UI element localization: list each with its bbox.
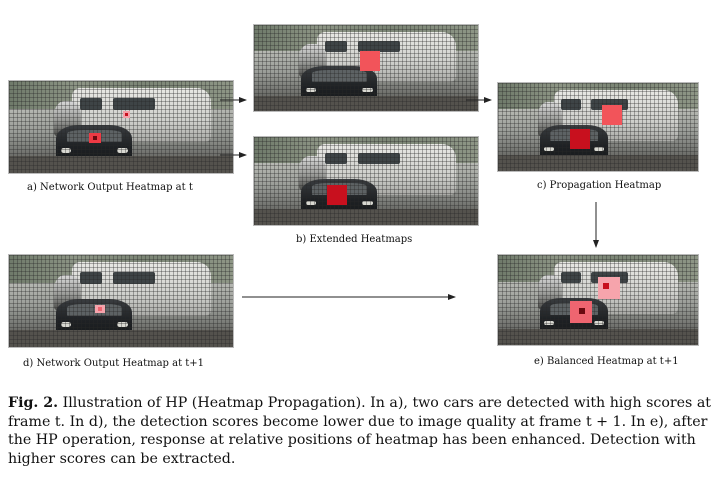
heatmap-spot-car-core [98, 307, 102, 311]
balanced-heatmap-square-upper [598, 277, 620, 299]
panel-e-label: e) Balanced Heatmap at t+1 [534, 356, 679, 367]
scene-e [498, 255, 698, 345]
balanced-heatmap-core-lower [579, 308, 585, 314]
panel-c-label: c) Propagation Heatmap [537, 180, 662, 191]
road [9, 156, 233, 173]
panel-d-label: d) Network Output Heatmap at t+1 [23, 358, 205, 369]
figure-number: Fig. 2. [8, 395, 59, 411]
scene-c [498, 83, 698, 171]
extended-heatmap-square [360, 51, 380, 71]
panel-a-image [8, 80, 234, 174]
panel-a-label: a) Network Output Heatmap at t [27, 182, 193, 193]
panel-c-image [497, 82, 699, 172]
scene-a [9, 81, 233, 173]
scene-b-top [254, 25, 478, 111]
heatmap-spot-person-core [125, 113, 128, 116]
van [71, 262, 211, 316]
road [9, 330, 233, 347]
propagation-heatmap-square-light [602, 105, 622, 125]
road [498, 328, 698, 345]
scene-d [9, 255, 233, 347]
panel-b-top-image [253, 24, 479, 112]
panel-b-label: b) Extended Heatmaps [296, 234, 413, 245]
balanced-heatmap-core-upper [603, 283, 609, 289]
road [254, 209, 478, 225]
figure-caption: Fig. 2. Illustration of HP (Heatmap Prop… [8, 394, 718, 468]
scene-b-bottom [254, 137, 478, 225]
panel-d-image [8, 254, 234, 348]
panel-b-bottom-image [253, 136, 479, 226]
extended-heatmap-square [327, 185, 347, 205]
road [498, 155, 698, 171]
heatmap-spot-dark [93, 136, 97, 140]
road [254, 95, 478, 111]
figure-caption-text: Illustration of HP (Heatmap Propagation)… [8, 395, 712, 467]
propagation-heatmap-square-dark [570, 129, 590, 149]
panel-e-image [497, 254, 699, 346]
